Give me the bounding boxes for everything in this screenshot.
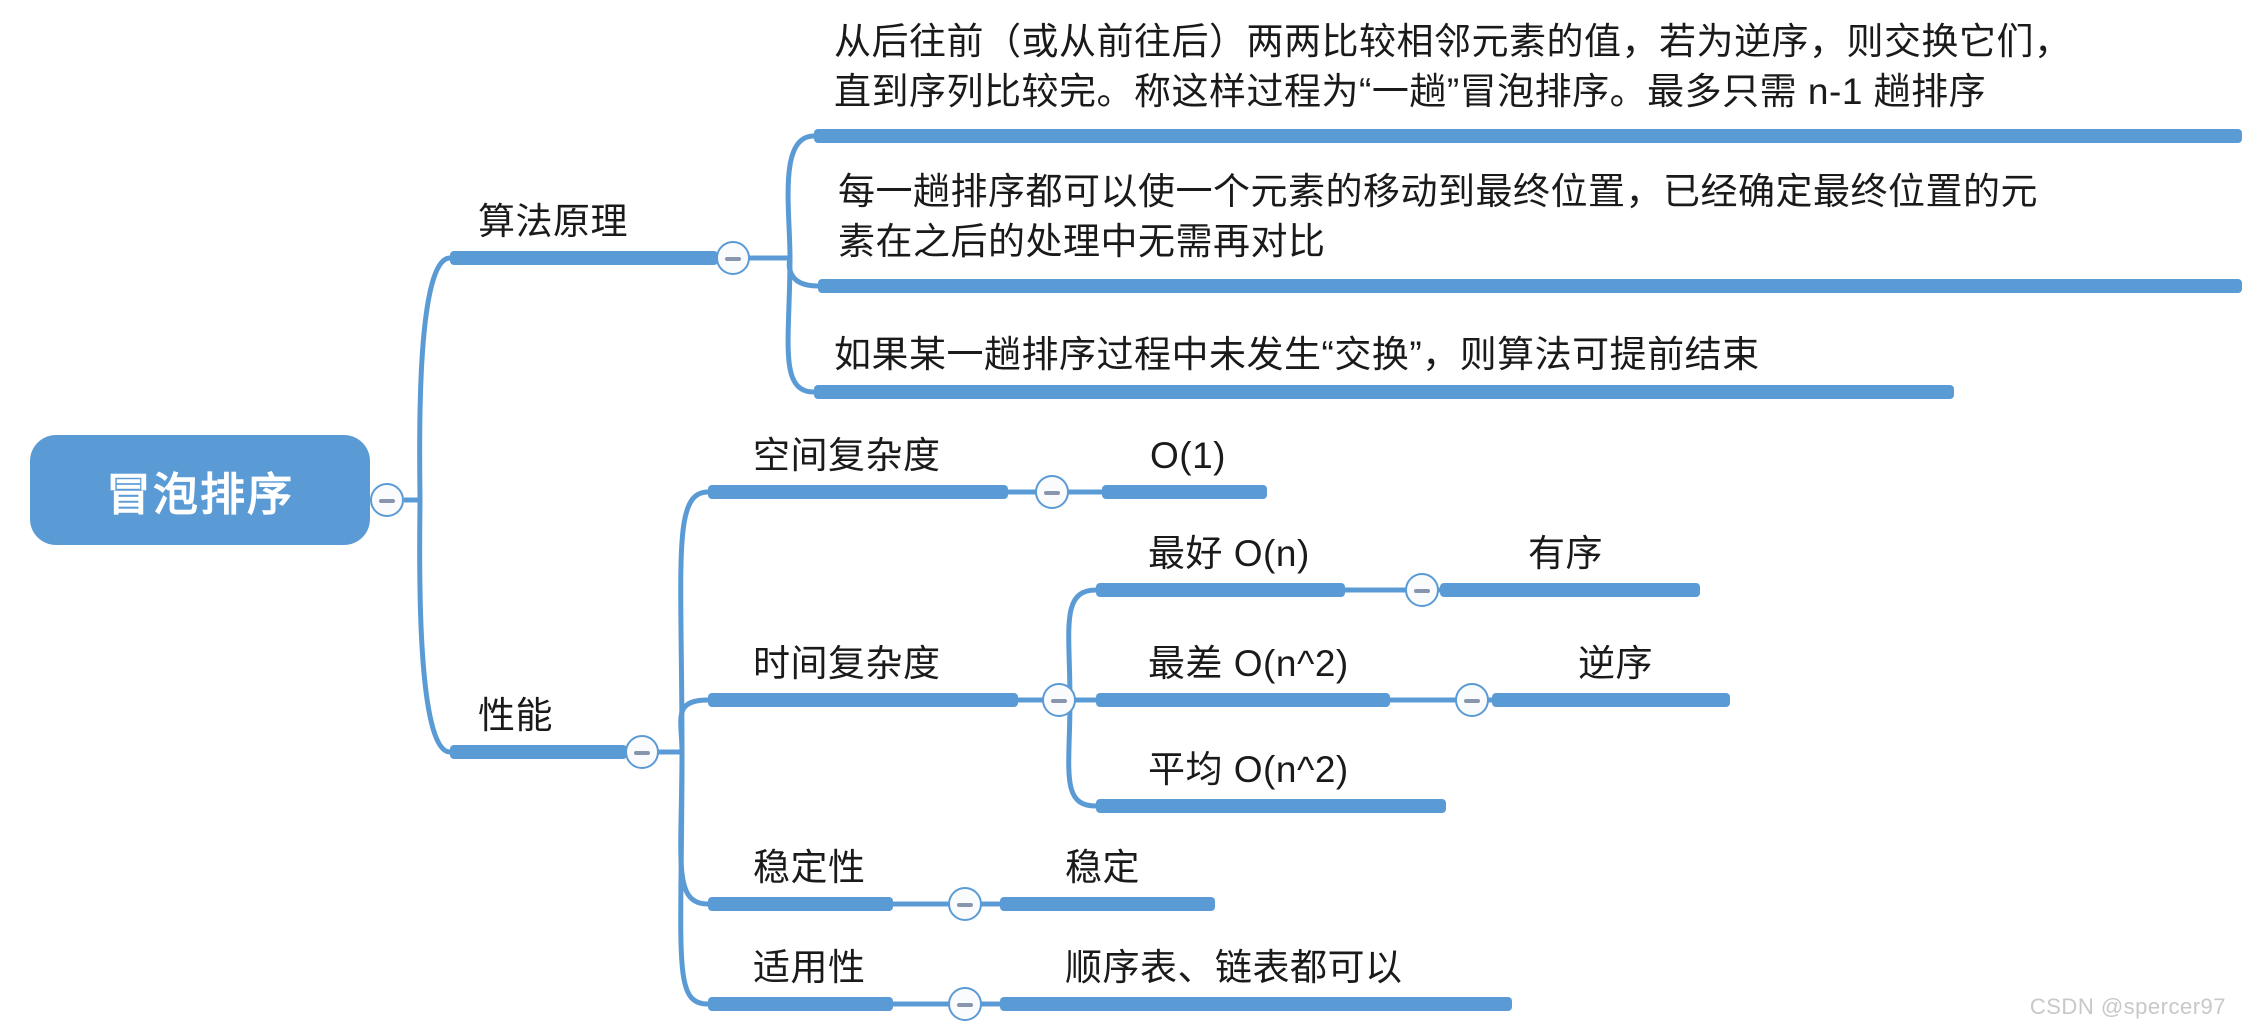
node-principle-2-line-2[interactable]: 素在之后的处理中无需再对比	[838, 221, 1326, 262]
watermark-label: CSDN @spercer97	[2029, 994, 2226, 1019]
algorithm-principle-collapse-toggle-icon[interactable]	[716, 241, 750, 275]
node-applicability-value-label[interactable]: 顺序表、链表都可以	[1065, 947, 1403, 988]
underline-space-value	[1102, 485, 1267, 499]
node-time-worst-case-label[interactable]: 逆序	[1578, 643, 1653, 684]
node-time-best-case-label[interactable]: 有序	[1528, 533, 1603, 574]
link-performance-time	[678, 697, 709, 753]
node-stability-value-label[interactable]: 稳定	[1065, 847, 1140, 888]
node-time-average-label[interactable]: 平均 O(n^2)	[1148, 749, 1349, 790]
stability-collapse-toggle-icon[interactable]	[948, 887, 982, 921]
node-principle-3-line-1[interactable]: 如果某一趟排序过程中未发生“交换”，则算法可提前结束	[834, 334, 1760, 375]
link-algorithm-child2	[786, 257, 819, 289]
link-time-average	[1066, 699, 1097, 809]
node-time-worst-label[interactable]: 最差 O(n^2)	[1148, 643, 1349, 684]
underline-time-best-case	[1440, 583, 1700, 597]
node-principle-2-line-1[interactable]: 每一趟排序都可以使一个元素的移动到最终位置，已经确定最终位置的元	[838, 171, 2038, 212]
node-time-complexity-label[interactable]: 时间复杂度	[753, 643, 941, 684]
node-time-best-label[interactable]: 最好 O(n)	[1148, 533, 1310, 574]
applicability-collapse-toggle-icon[interactable]	[948, 987, 982, 1021]
link-performance-stability	[678, 751, 709, 907]
node-applicability-label[interactable]: 适用性	[753, 947, 866, 988]
root-collapse-toggle-icon[interactable]	[370, 483, 404, 517]
root-node[interactable]: 冒泡排序	[30, 435, 370, 545]
link-root-to-algorithm	[417, 255, 451, 501]
space-complexity-collapse-toggle-icon[interactable]	[1035, 475, 1069, 509]
node-stability-label[interactable]: 稳定性	[753, 847, 866, 888]
underline-applicability	[708, 997, 893, 1011]
underline-stability-value	[1000, 897, 1215, 911]
time-complexity-collapse-toggle-icon[interactable]	[1042, 683, 1076, 717]
underline-time-worst	[1096, 693, 1390, 707]
underline-time-average	[1096, 799, 1446, 813]
underline-performance	[450, 745, 627, 759]
link-root-to-performance	[417, 499, 451, 755]
underline-applicability-value	[1000, 997, 1512, 1011]
underline-time-worst-case	[1492, 693, 1730, 707]
underline-time-complexity	[708, 693, 1018, 707]
node-space-complexity-label[interactable]: 空间复杂度	[753, 435, 941, 476]
node-principle-1-line-2[interactable]: 直到序列比较完。称这样过程为“一趟”冒泡排序。最多只需 n-1 趟排序	[834, 71, 1987, 112]
link-algorithm-child3	[785, 257, 815, 395]
underline-stability	[708, 897, 893, 911]
underline-algorithm-principle	[450, 251, 718, 265]
node-principle-1-line-1[interactable]: 从后往前（或从前往后）两两比较相邻元素的值，若为逆序，则交换它们，	[834, 21, 2072, 62]
time-worst-collapse-toggle-icon[interactable]	[1455, 683, 1489, 717]
underline-principle-2	[818, 279, 2242, 293]
underline-principle-1	[814, 129, 2242, 143]
node-algorithm-principle-label[interactable]: 算法原理	[478, 201, 628, 242]
link-time-best	[1066, 587, 1097, 701]
node-underlines	[450, 129, 2242, 1011]
root-node-label: 冒泡排序	[105, 468, 294, 520]
underline-space-complexity	[708, 485, 1008, 499]
node-performance-label[interactable]: 性能	[478, 695, 553, 736]
node-space-value-label[interactable]: O(1)	[1150, 435, 1226, 476]
time-best-collapse-toggle-icon[interactable]	[1405, 573, 1439, 607]
link-performance-applicability	[678, 751, 709, 1007]
underline-principle-3	[814, 385, 1954, 399]
performance-collapse-toggle-icon[interactable]	[625, 735, 659, 769]
link-algorithm-child1	[785, 133, 815, 259]
link-performance-space	[678, 489, 709, 753]
underline-time-best	[1096, 583, 1345, 597]
